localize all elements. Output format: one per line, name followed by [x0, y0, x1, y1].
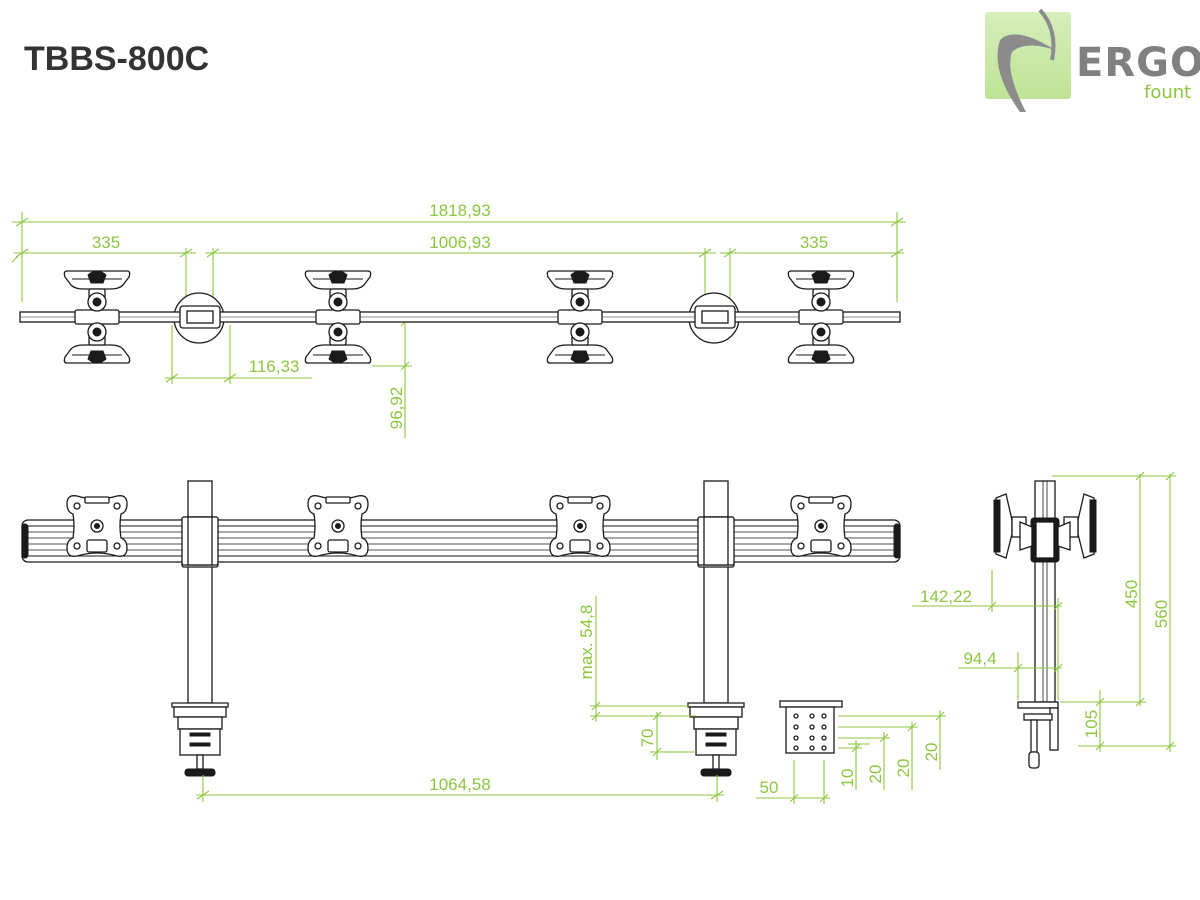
dim-plate-width: 50: [760, 778, 779, 797]
side-view-dimensions: 142,22 94,4 450 560 105: [912, 471, 1176, 752]
dim-top-depth: 96,92: [387, 387, 406, 430]
front-vesa-plate-2: [307, 495, 369, 557]
top-mount-1: [63, 270, 131, 364]
brand-logo: ERGO fount: [985, 8, 1200, 112]
top-mount-4: [787, 270, 855, 364]
dim-plate-step-4: 20: [922, 743, 941, 762]
front-vesa-plate-3: [549, 495, 611, 557]
logo-brand-text: ERGO: [1076, 40, 1200, 86]
front-vesa-plate-4: [790, 495, 852, 557]
dim-top-left: 335: [92, 233, 120, 252]
front-crossbar: [21, 519, 901, 563]
header: TBBS-800C: [0, 24, 590, 84]
front-view: 1064,58 max. 54,8 70: [21, 480, 901, 802]
front-view-dimensions: 1064,58 max. 54,8 70: [196, 596, 724, 802]
dim-top-middle: 1006,93: [429, 233, 490, 252]
side-pole: [1034, 480, 1056, 703]
clamp-plate-dimensions: 50 10 20 20 20: [756, 710, 946, 804]
logo-arc-icon: [1038, 8, 1056, 61]
logo-sub-text: fount: [1144, 82, 1191, 103]
dim-top-pole-offset: 116,33: [249, 357, 300, 376]
top-view: 1818,93 335 1006,93 335 116,33 96,92: [11, 201, 906, 438]
top-mount-2: [304, 270, 372, 364]
dim-plate-step-3: 20: [894, 759, 913, 778]
dim-top-right: 335: [800, 233, 828, 252]
side-view: 142,22 94,4 450 560 105: [912, 471, 1176, 769]
logo-swoosh-icon: [997, 34, 1055, 112]
top-view-dimensions: 1818,93 335 1006,93 335 116,33 96,92: [11, 201, 906, 438]
dim-front-pole-distance: 1064,58: [429, 775, 490, 794]
front-vesa-plate-1: [66, 495, 128, 557]
dim-front-clamp-height: 70: [638, 729, 657, 748]
dim-side-depth-1: 142,22: [920, 587, 972, 606]
dim-top-total: 1818,93: [429, 201, 490, 220]
dim-side-height-3: 105: [1082, 710, 1101, 738]
page-title: TBBS-800C: [24, 40, 209, 78]
dim-side-height-1: 450: [1122, 580, 1141, 608]
dim-side-depth-2: 94,4: [963, 649, 996, 668]
dim-front-max-desk: max. 54,8: [577, 605, 596, 680]
clamp-plate-detail: 50 10 20 20 20: [756, 700, 946, 804]
top-mount-3: [546, 270, 614, 364]
dim-plate-step-1: 10: [838, 769, 857, 788]
dim-side-height-2: 560: [1152, 600, 1171, 628]
dim-plate-step-2: 20: [866, 765, 885, 784]
